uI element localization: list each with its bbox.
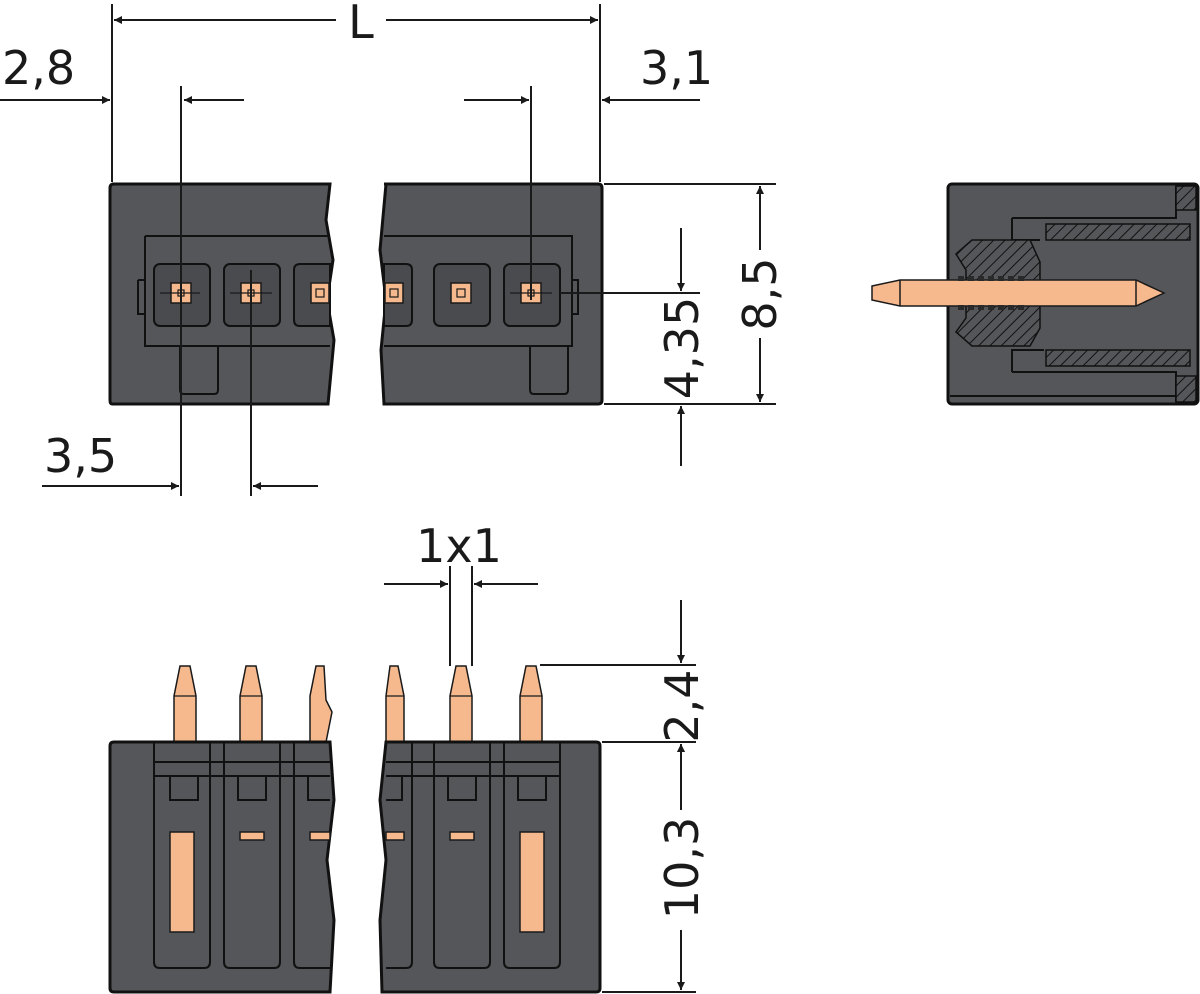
dimension-body-depth-label: 10,3	[655, 817, 709, 919]
dimension-pin-section: 1x1	[384, 519, 538, 588]
front-housing-left	[108, 182, 336, 406]
dimension-pitch-label: 3,5	[44, 429, 117, 483]
side-section-view	[871, 182, 1200, 406]
dimension-pin-section-label: 1x1	[416, 519, 502, 573]
front-view	[108, 86, 604, 496]
dimension-right-offset-label: 3,1	[640, 41, 713, 95]
dimension-length-label: L	[348, 0, 374, 49]
side-pin-serrations	[958, 276, 1024, 310]
top-view-pins	[173, 665, 543, 743]
dimension-height-total: 8,5	[604, 183, 787, 405]
top-view-cells	[153, 742, 561, 969]
side-hatch-bottom	[1045, 349, 1191, 367]
dimension-pin-height-label: 4,35	[655, 297, 709, 399]
dimension-height-total-label: 8,5	[733, 257, 787, 330]
dimension-length: L	[111, 0, 601, 182]
top-housing-left	[108, 740, 336, 994]
dimension-pin-length-label: 2,4	[655, 669, 709, 742]
dimension-pitch: 3,5	[42, 429, 318, 490]
side-hatch-top-corner	[1175, 185, 1197, 211]
dimension-pin-height: 4,35	[560, 228, 709, 466]
top-view	[108, 566, 602, 994]
dimension-right-offset: 3,1	[464, 41, 713, 104]
dimension-left-offset-label: 2,8	[2, 41, 75, 95]
top-view-pin-slots	[169, 831, 545, 933]
side-pin	[871, 279, 1166, 307]
front-latch-right	[529, 346, 569, 395]
front-rail-left	[137, 235, 330, 347]
front-rail-right	[384, 235, 579, 347]
side-hatch-bottom-corner	[1175, 375, 1197, 403]
dimension-body-depth: 10,3	[602, 744, 709, 993]
dimension-left-offset: 2,8	[0, 41, 244, 104]
side-hatch-top	[1045, 223, 1191, 241]
